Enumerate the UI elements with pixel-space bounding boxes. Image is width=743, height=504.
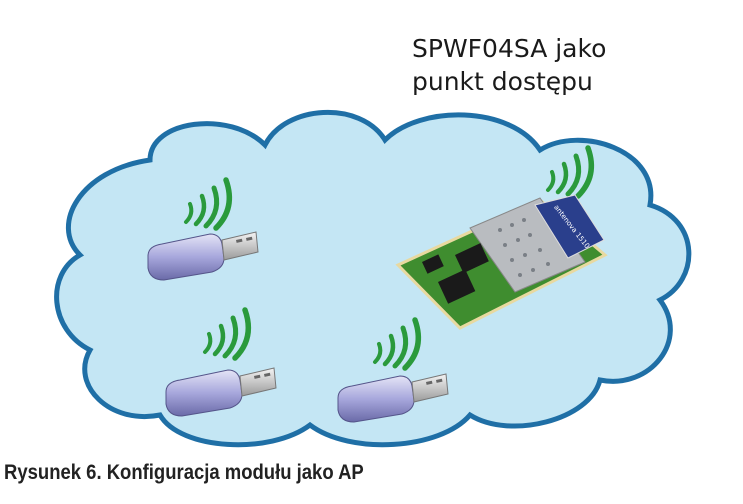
spwf04sa-module: antenova 1510: [395, 148, 608, 330]
label-line-2: punkt dostępu: [412, 67, 593, 96]
label-line-1: SPWF04SA jako: [412, 34, 607, 63]
figure-caption: Rysunek 6. Konfiguracja modułu jako AP: [4, 461, 364, 484]
access-point-label: SPWF04SA jako punkt dostępu: [412, 32, 606, 98]
